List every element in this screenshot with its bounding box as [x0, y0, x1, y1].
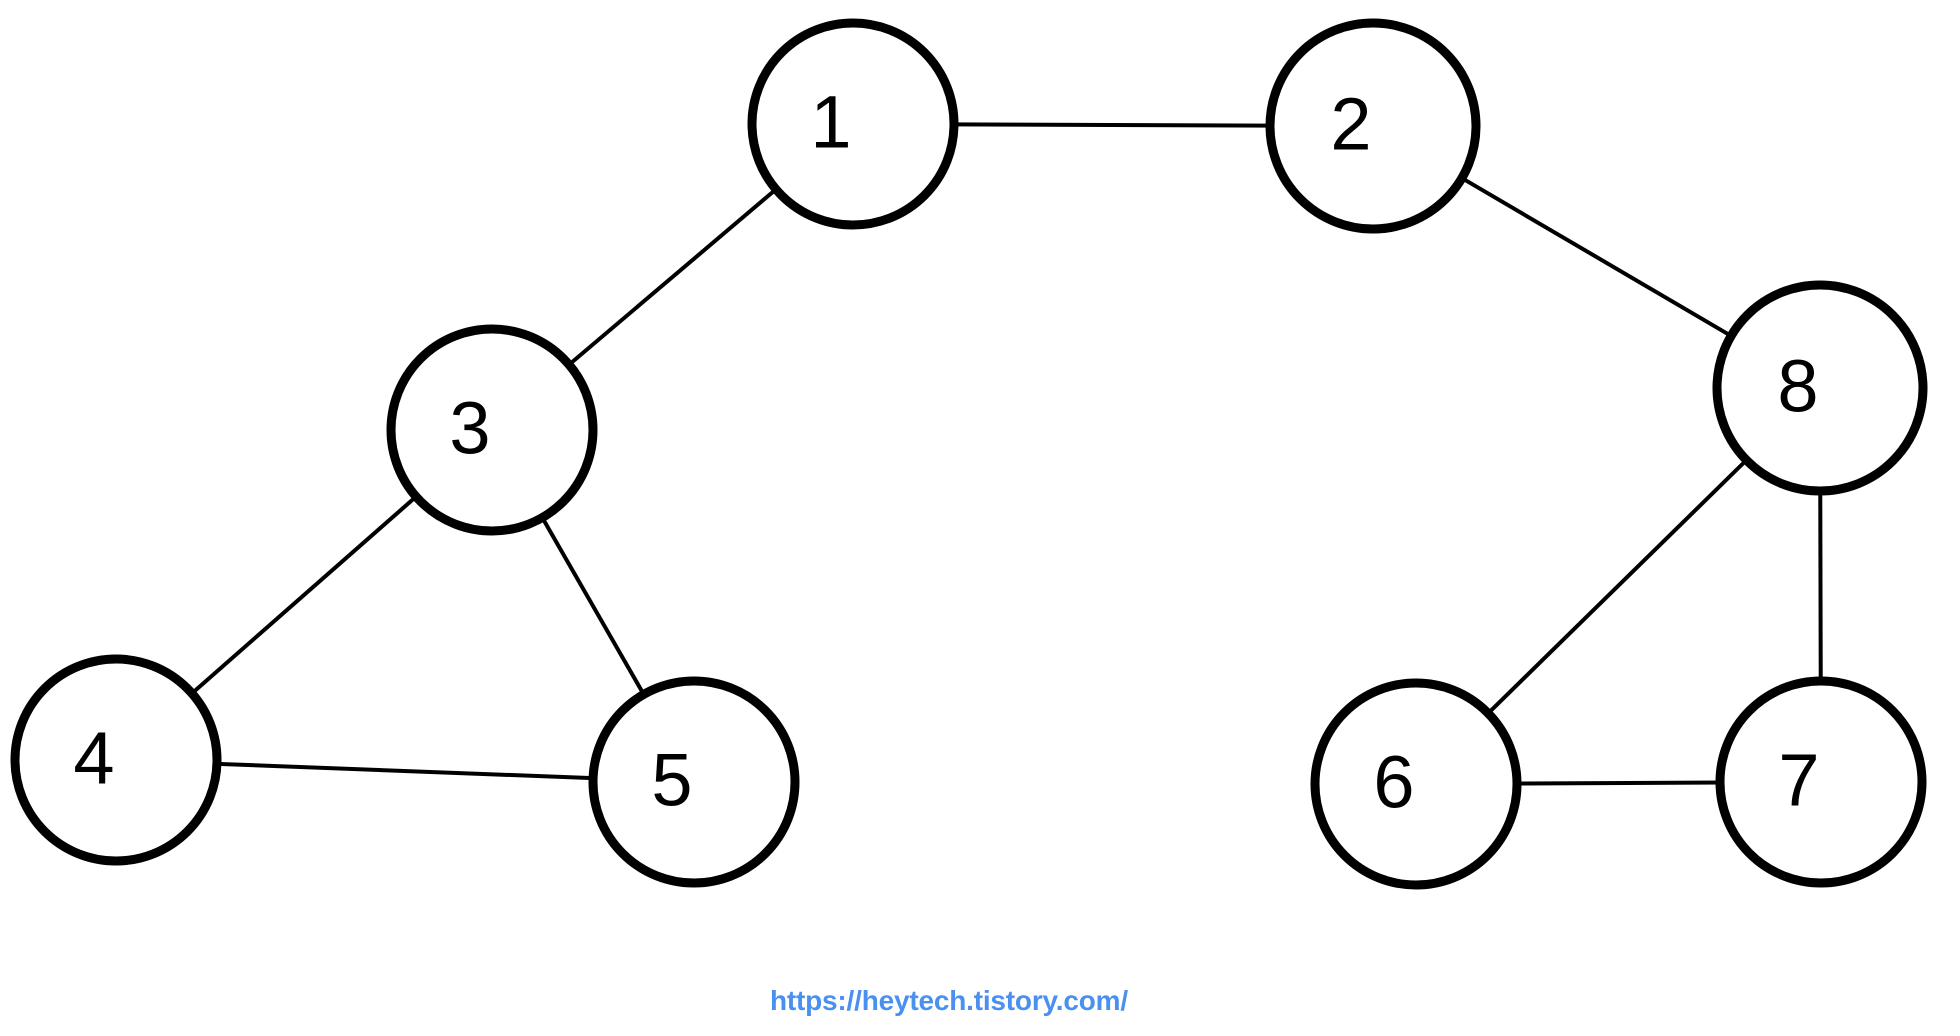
graph-node-2[interactable]: 2	[1265, 18, 1481, 234]
graph-node-label-1: 1	[810, 81, 851, 164]
graph-edge-8-7	[1818, 487, 1823, 685]
graph-node-circle-7[interactable]	[1715, 676, 1927, 888]
graph-edge-3-5	[539, 514, 647, 698]
graph-edge-1-2	[950, 122, 1274, 128]
graph-edge-1-3	[565, 185, 780, 369]
graph-edge-4-5	[213, 761, 597, 781]
graph-edge-3-4	[188, 493, 420, 697]
graph-node-4[interactable]: 4	[10, 654, 222, 866]
graph-node-circle-3[interactable]	[386, 324, 598, 536]
graph-node-label-7: 7	[1778, 739, 1819, 822]
graph-node-label-6: 6	[1373, 741, 1414, 824]
graph-node-circle-2[interactable]	[1265, 18, 1481, 234]
graph-node-circle-6[interactable]	[1310, 678, 1522, 890]
graph-node-circle-8[interactable]	[1712, 280, 1928, 496]
graph-edge-6-7	[1513, 780, 1724, 786]
node-layer: 1 2 3 4 5 6 7 8	[10, 18, 1928, 890]
graph-edge-2-8	[1458, 174, 1735, 340]
graph-node-label-3: 3	[449, 387, 490, 470]
graph-node-1[interactable]: 1	[747, 18, 959, 230]
graph-edge-8-6	[1484, 456, 1750, 717]
graph-node-8[interactable]: 8	[1712, 280, 1928, 496]
graph-node-3[interactable]: 3	[386, 324, 598, 536]
graph-node-circle-4[interactable]	[10, 654, 222, 866]
graph-node-label-2: 2	[1330, 83, 1371, 166]
graph-node-label-4: 4	[73, 717, 114, 800]
graph-node-label-8: 8	[1777, 345, 1818, 428]
graph-node-5[interactable]: 5	[588, 676, 800, 888]
graph-node-6[interactable]: 6	[1310, 678, 1522, 890]
graph-node-circle-1[interactable]	[747, 18, 959, 230]
edge-layer	[188, 122, 1823, 786]
graph-node-circle-5[interactable]	[588, 676, 800, 888]
watermark-url: https://heytech.tistory.com/	[770, 985, 1128, 1016]
graph-node-label-5: 5	[651, 739, 692, 822]
graph-node-7[interactable]: 7	[1715, 676, 1927, 888]
